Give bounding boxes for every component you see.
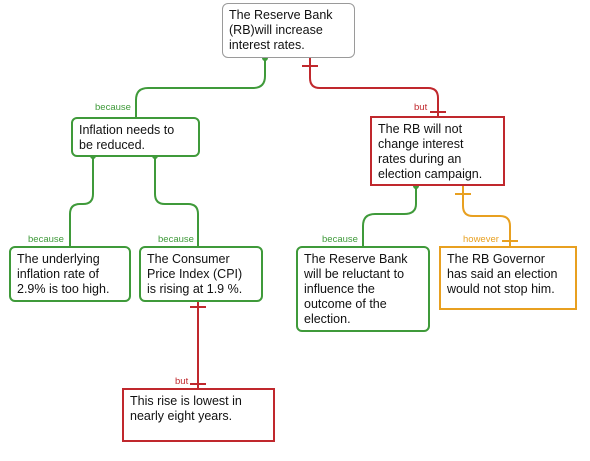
- label-because-underlying: because: [28, 234, 64, 245]
- link-however-governor: [462, 186, 511, 246]
- link-because-cpi: [154, 156, 199, 246]
- rebuttal-governor[interactable]: The RB Governor has said an election wou…: [439, 246, 577, 310]
- link-but-rb: [309, 58, 439, 116]
- premise-cpi[interactable]: The Consumer Price Index (CPI) is rising…: [139, 246, 263, 302]
- label-because-inflation: because: [95, 102, 131, 113]
- objection-rb-not-change[interactable]: The RB will not change interest rates du…: [370, 116, 505, 186]
- label-however-governor: however: [463, 234, 499, 245]
- premise-inflation[interactable]: Inflation needs to be reduced.: [71, 117, 200, 157]
- label-but-rb: but: [414, 102, 428, 113]
- label-because-cpi: because: [158, 234, 194, 245]
- objection-lowest[interactable]: This rise is lowest in nearly eight year…: [122, 388, 275, 442]
- claim-root[interactable]: The Reserve Bank (RB)will increase inter…: [222, 3, 355, 58]
- label-but-lowest: but: [175, 376, 189, 387]
- label-because-reluctant: because: [322, 234, 358, 245]
- link-because-inflation: [135, 58, 266, 117]
- link-because-reluctant: [362, 186, 417, 246]
- premise-underlying[interactable]: The underlying inflation rate of 2.9% is…: [9, 246, 131, 302]
- link-because-underlying: [69, 156, 94, 246]
- premise-reluctant[interactable]: The Reserve Bank will be reluctant to in…: [296, 246, 430, 332]
